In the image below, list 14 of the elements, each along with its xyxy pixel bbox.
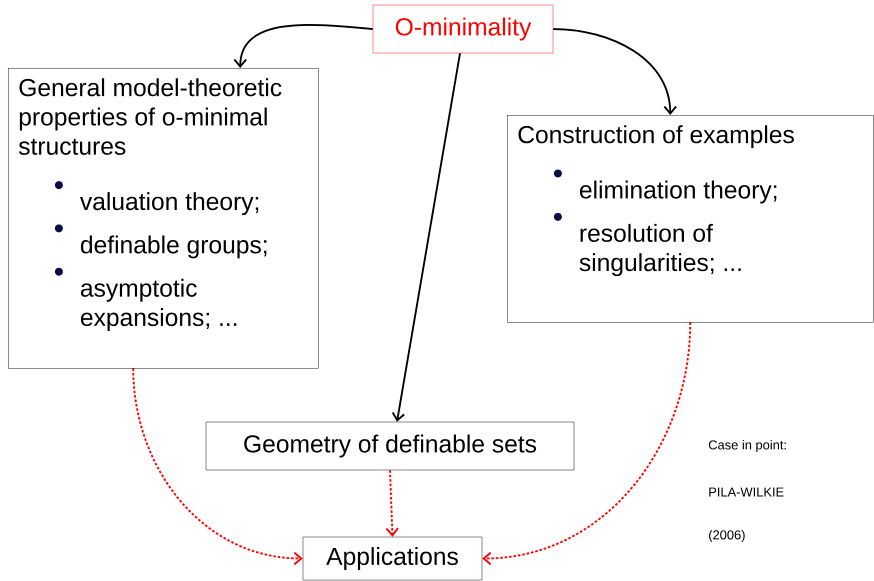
text-box: O-minimality: [372, 4, 554, 54]
arrow: [386, 470, 399, 537]
arrow: [482, 322, 692, 566]
arrow: [392, 53, 461, 422]
text-box: Geometry of definable sets: [206, 422, 574, 470]
note-text: PILA-WILKIE: [709, 488, 784, 496]
arrow: [553, 28, 677, 115]
arrow: [132, 368, 303, 566]
note-text: (2006): [709, 530, 745, 542]
text-box: Construction of examples elimination theory; resolution of singularities; ...: [507, 115, 874, 322]
text-box: Applications: [302, 536, 482, 580]
arrow: [234, 24, 373, 68]
text-box: General model-theoretic properties of o-minimal structures valuation theory; definable groups; asymptotic expansions; ...: [8, 68, 318, 368]
note-text: Case in point:: [708, 440, 786, 452]
